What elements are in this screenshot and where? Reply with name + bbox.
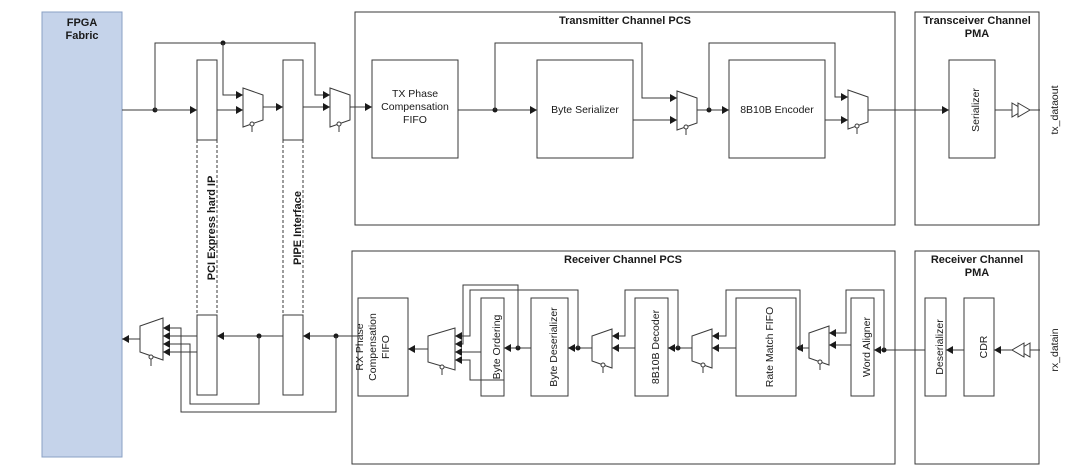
transmitter-pcs-title: Transmitter Channel PCS <box>559 15 691 27</box>
byte-ordering-label: Byte Ordering <box>491 314 503 379</box>
rate-match-label: Rate Match FIFO <box>764 307 776 388</box>
deserializer-block <box>924 297 947 397</box>
byte-deserializer-block <box>530 297 569 397</box>
tx-wiring <box>122 40 1040 135</box>
pipe-interface-bar-bottom <box>282 314 304 396</box>
serializer-label: Serializer <box>970 88 982 132</box>
byte-deserializer-label: Byte Deserializer <box>548 307 560 387</box>
receiver-pcs-title: Receiver Channel PCS <box>564 254 682 266</box>
rate-match-block <box>735 297 797 397</box>
pcie-hard-ip-bar-top <box>196 59 218 141</box>
cdr-block <box>963 297 995 397</box>
encoder-label: 8B10B Encoder <box>740 104 814 116</box>
rx-phase-fifo-label: RX PhaseCompensationFIFO <box>354 313 392 381</box>
deserializer-label: Deserializer <box>934 319 946 375</box>
rx-datain-pin-label: rx_datain <box>1049 328 1061 371</box>
tx-phase-fifo-block <box>371 59 459 159</box>
pipe-interface-bar-top <box>282 59 304 141</box>
decoder-label: 8B10B Decoder <box>650 309 662 384</box>
tx-dataout-pin-label: tx_dataout <box>1049 85 1061 134</box>
serializer-block <box>948 59 996 159</box>
pcie-hard-ip-label: PCI Express hard IP <box>206 176 218 281</box>
rx-phase-fifo-block <box>357 297 409 397</box>
encoder-block <box>728 59 826 159</box>
cdr-label: CDR <box>978 335 990 358</box>
byte-ordering-block <box>480 297 505 397</box>
pcie-hard-ip-bar-bottom <box>196 314 218 396</box>
fpga-fabric-block <box>41 11 123 458</box>
decoder-block <box>634 297 669 397</box>
word-aligner-block <box>850 297 875 397</box>
word-aligner-label: Word Aligner <box>861 317 873 377</box>
byte-serializer-label: Byte Serializer <box>551 104 619 116</box>
byte-serializer-block <box>536 59 634 159</box>
pipe-interface-label: PIPE Interface <box>292 191 304 265</box>
rx-wiring <box>122 284 1040 413</box>
